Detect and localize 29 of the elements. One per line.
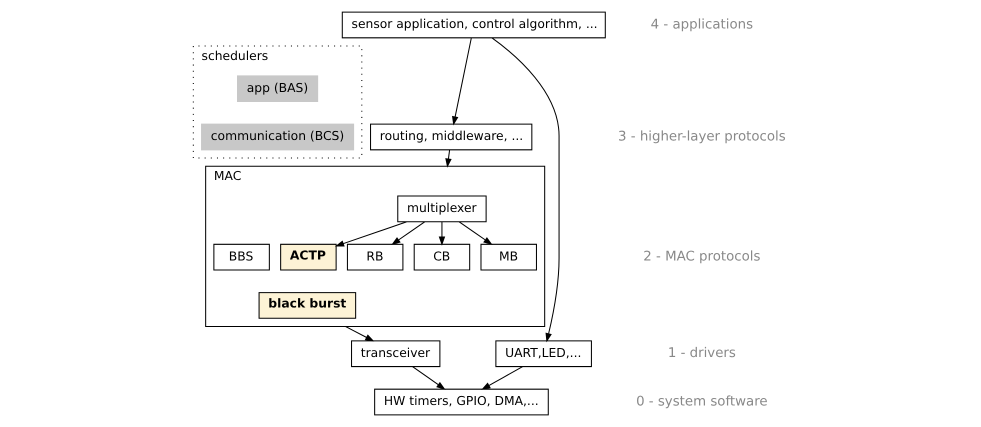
arrow <box>480 366 522 390</box>
arrow <box>344 326 374 342</box>
label: 2 - MAC protocols <box>642 250 760 265</box>
node-box: app (BAS) <box>236 75 318 102</box>
arrow <box>452 38 472 126</box>
arrow <box>438 222 445 246</box>
arrow <box>458 221 492 245</box>
label: 0 - system software <box>636 394 768 410</box>
arrow <box>444 150 452 168</box>
arrow <box>412 366 446 390</box>
label: 3 - higher-layer protocols <box>618 129 786 144</box>
node-box: communication (BCS) <box>200 124 354 150</box>
node-box: MB <box>480 244 536 271</box>
node-box: transceiver <box>350 340 440 368</box>
node-box: routing, middleware, ... <box>370 124 532 150</box>
node-box: ACTP <box>280 244 336 271</box>
label: 4 - applications <box>650 17 753 32</box>
node-box: UART,LED,... <box>494 340 592 368</box>
arrow <box>390 221 425 245</box>
node-box: CB <box>413 244 470 271</box>
node-box: RB <box>346 244 403 271</box>
node-box: multiplexer <box>396 196 486 222</box>
node-box: BBS <box>212 244 270 271</box>
node-box: black burst <box>258 292 356 319</box>
arrow <box>334 221 406 247</box>
node-box: sensor application, control algorithm, ... <box>341 12 606 38</box>
label: 1 - drivers <box>667 346 736 362</box>
node-box: HW timers, GPIO, DMA,... <box>374 388 548 416</box>
arrow <box>491 37 560 342</box>
